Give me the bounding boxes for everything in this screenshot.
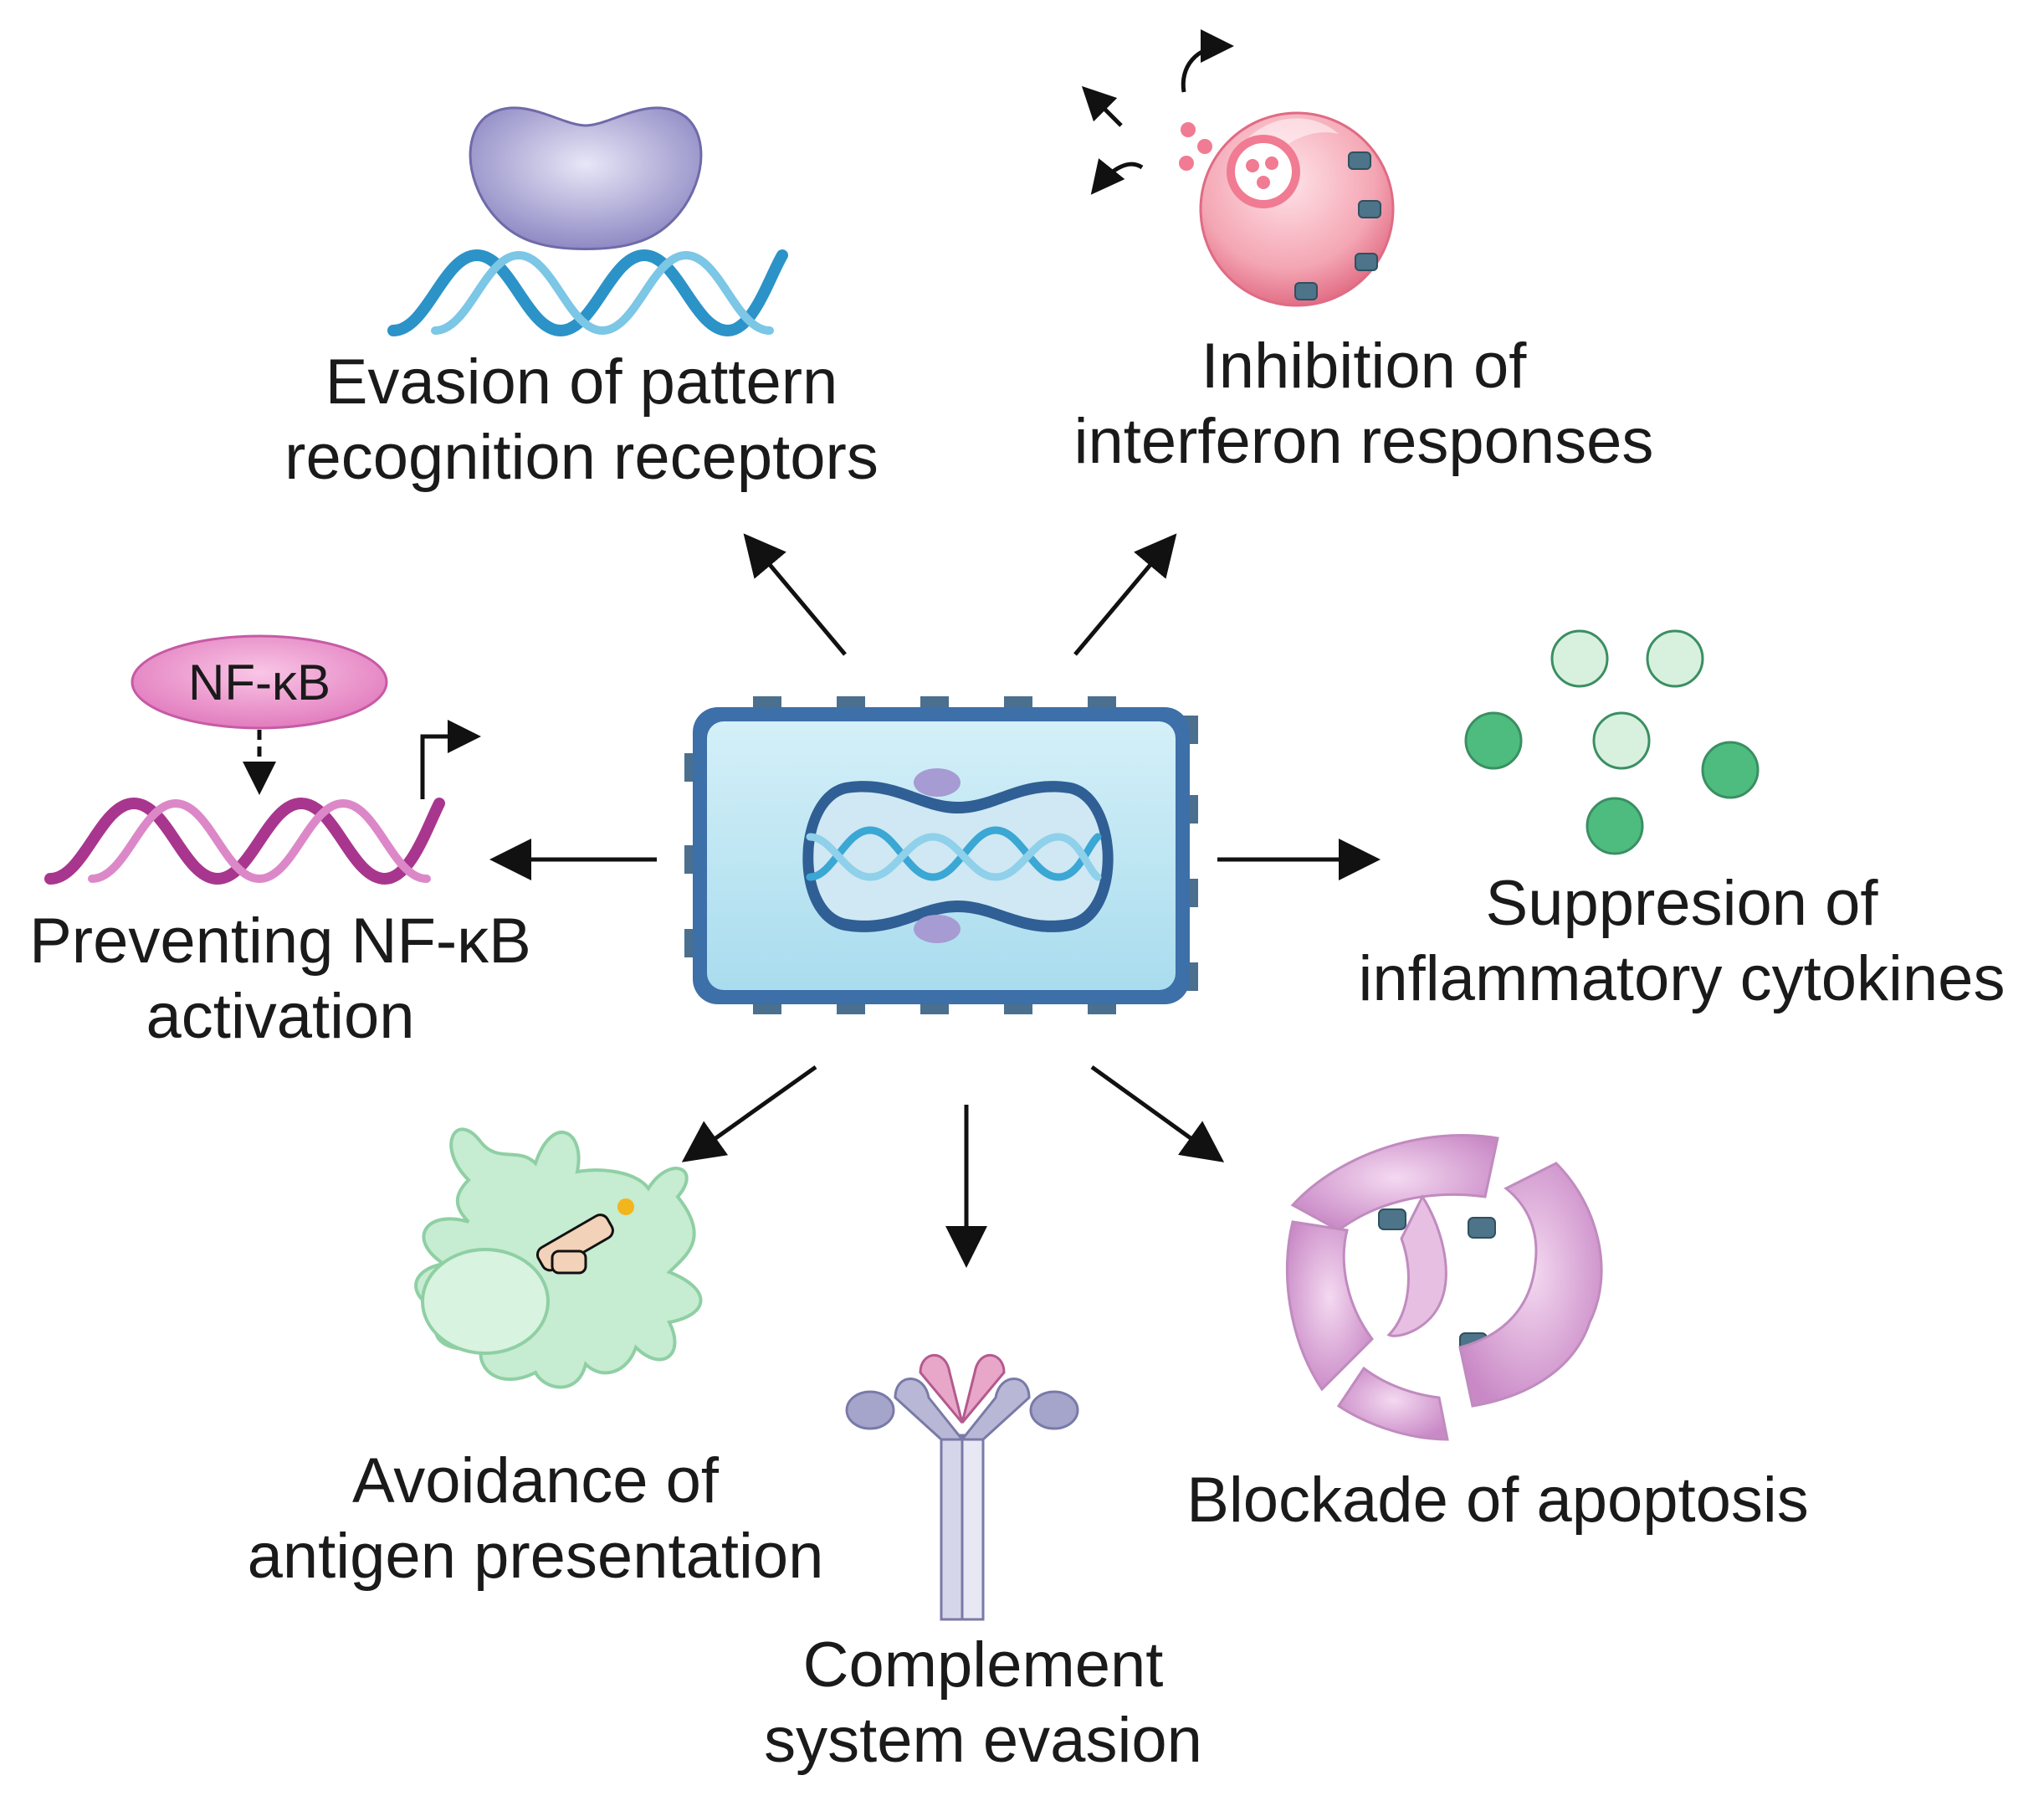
complement-antibody-icon — [845, 1353, 1079, 1621]
nfkb-dna-icon: NF-κB — [44, 634, 481, 885]
label-antigen: Avoidance of antigen presentation — [213, 1444, 858, 1594]
label-antigen-line2: antigen presentation — [247, 1521, 824, 1592]
label-interferon-line2: interferon responses — [1073, 406, 1654, 477]
apoptotic-cell-icon — [1285, 1134, 1603, 1441]
dna-helix-icon — [806, 826, 1102, 881]
interferon-cell-icon — [1081, 29, 1395, 307]
label-complement-line2: system evasion — [764, 1705, 1202, 1776]
bacterium-icon — [684, 696, 1198, 1014]
nfkb-badge-text: NF-κB — [188, 654, 330, 711]
label-complement-line1: Complement — [802, 1629, 1164, 1701]
nfkb-badge — [131, 634, 388, 730]
cytokine-icon — [1464, 629, 1760, 855]
label-apoptosis: Blockade of apoptosis — [1155, 1463, 1841, 1538]
label-antigen-line1: Avoidance of — [351, 1445, 720, 1516]
label-interferon-line1: Inhibition of — [1201, 331, 1527, 402]
label-interferon: Inhibition of interferon responses — [1037, 329, 1690, 480]
arrow-to-apoptosis — [1090, 1065, 1225, 1162]
label-nfkb-line1: Preventing NF-κB — [29, 906, 531, 977]
receptor-icon — [469, 106, 703, 250]
label-prr-line2: recognition receptors — [284, 422, 879, 493]
arrow-to-interferon — [1073, 533, 1177, 656]
arrow-to-prr — [743, 533, 847, 656]
label-cytokines-line2: inflammatory cytokines — [1358, 943, 2006, 1014]
label-cytokines-line1: Suppresion of — [1485, 868, 1878, 939]
arrow-to-antigen — [681, 1065, 817, 1162]
dendritic-cell-icon — [414, 1127, 703, 1389]
label-nfkb: Preventing NF-κB activation — [8, 904, 552, 1054]
label-prr-line1: Evasion of pattern — [325, 346, 838, 418]
label-complement: Complement system evasion — [711, 1628, 1255, 1778]
label-cytokines: Suppresion of inflammatory cytokines — [1322, 866, 2041, 1017]
arrows — [489, 533, 1381, 1268]
label-apoptosis-line1: Blockade of apoptosis — [1186, 1465, 1809, 1536]
label-nfkb-line2: activation — [146, 981, 415, 1052]
prr-dna-helix-icon — [387, 249, 788, 337]
label-prr: Evasion of pattern recognition receptors — [251, 345, 912, 495]
